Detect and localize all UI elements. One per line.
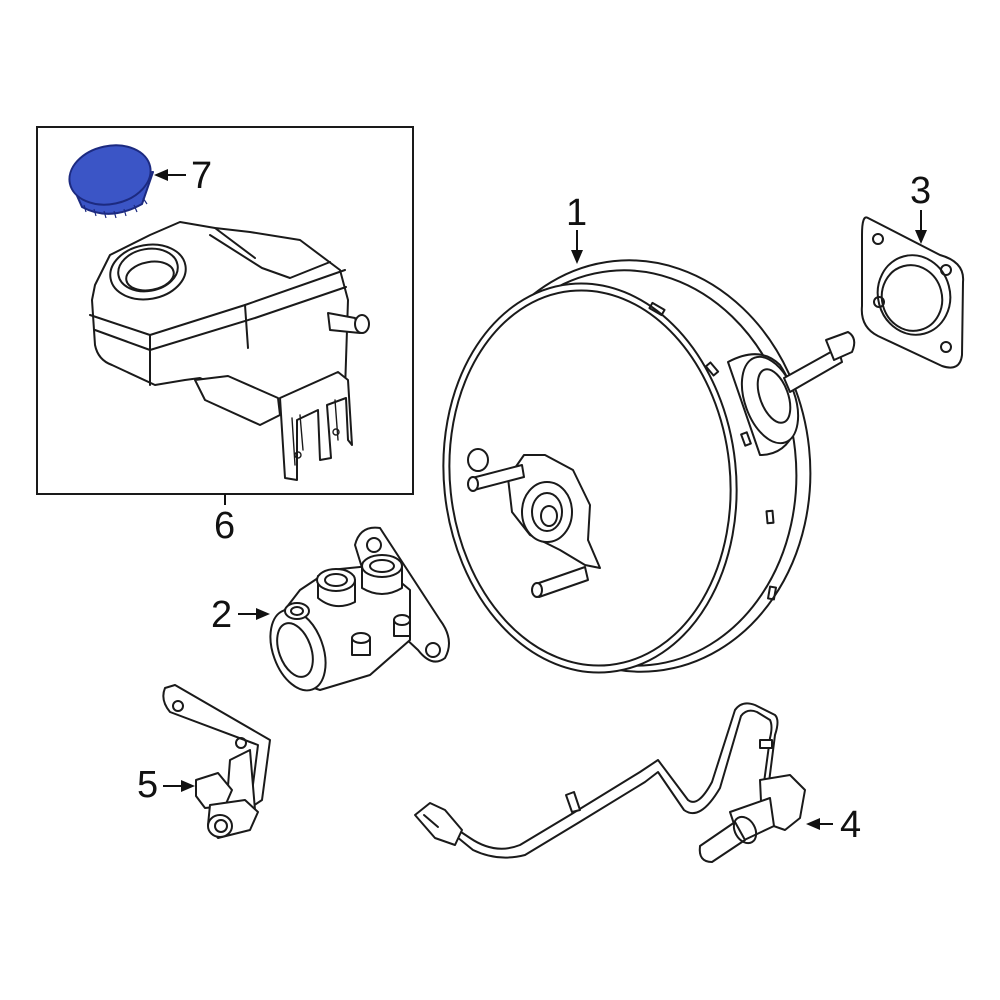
vacuum-sensor-part-4[interactable] — [414, 702, 806, 863]
reservoir-part-6[interactable] — [89, 221, 370, 481]
svg-text:2: 2 — [211, 594, 232, 636]
svg-text:7: 7 — [191, 155, 212, 197]
callout-4: 4 — [806, 804, 861, 846]
callout-1: 1 — [566, 192, 587, 264]
reservoir-cap-part-7[interactable] — [64, 138, 156, 219]
brake-booster-part-1[interactable] — [424, 243, 856, 689]
callout-5: 5 — [137, 764, 195, 806]
svg-text:1: 1 — [566, 192, 587, 234]
svg-text:4: 4 — [840, 804, 861, 846]
pressure-sensor-part-5[interactable] — [162, 684, 271, 839]
callout-6: 6 — [214, 494, 235, 547]
svg-text:3: 3 — [910, 170, 931, 212]
callout-3: 3 — [910, 170, 931, 244]
callout-7: 7 — [154, 155, 212, 197]
callout-2: 2 — [211, 594, 270, 636]
svg-text:6: 6 — [214, 505, 235, 547]
svg-text:5: 5 — [137, 764, 158, 806]
master-cylinder-part-2[interactable] — [260, 526, 450, 698]
gasket-part-3[interactable] — [860, 216, 965, 369]
